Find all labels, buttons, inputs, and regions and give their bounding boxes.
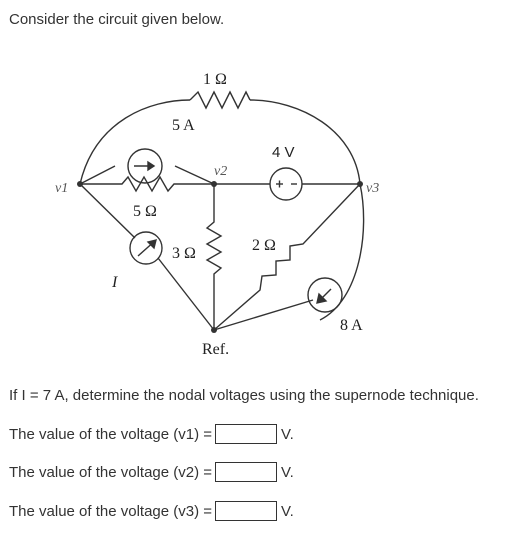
intro-text: Consider the circuit given below. [9,11,225,28]
question-text: If I = 7 A, determine the nodal voltages… [9,387,479,404]
answer-row-v3: The value of the voltage (v3) = V. [9,500,294,522]
wire-top-arc [79,99,191,185]
unit-v3: V. [281,502,294,520]
label-5a: 5 A [172,117,195,134]
answer-label-v1: The value of the voltage (v1) = [9,425,213,443]
label-5ohm: 5 Ω [133,203,157,220]
node-v2 [211,181,217,187]
label-v3: v3 [366,181,379,196]
node-ref [211,327,217,333]
label-3ohm: 3 Ω [172,245,196,262]
v3-answer-input[interactable] [215,501,278,521]
label-v1: v1 [55,181,68,196]
resistor-3ohm [205,184,223,330]
label-I: I [111,274,118,291]
answer-label-v2: The value of the voltage (v2) = [9,463,213,481]
current-source-5a [127,148,163,184]
node-v1 [77,181,83,187]
answer-row-v2: The value of the voltage (v2) = V. [9,461,294,483]
label-4v: 4 V [272,144,295,161]
resistor-5ohm [80,175,214,193]
answer-label-v3: The value of the voltage (v3) = [9,502,213,520]
resistor-2ohm [213,183,361,331]
current-source-I [129,231,163,265]
label-1ohm: 1 Ω [203,71,227,88]
v1-answer-input[interactable] [215,424,278,444]
current-source-8a [307,277,343,313]
node-v3 [357,181,363,187]
circuit-diagram: 1 Ω 5 A v2 4 V v1 v3 5 Ω 3 Ω 2 Ω I 8 A R… [55,71,379,358]
unit-v2: V. [281,463,294,481]
v2-answer-input[interactable] [215,462,278,482]
label-ref: Ref. [202,341,229,358]
label-2ohm: 2 Ω [252,237,276,254]
label-v2: v2 [214,164,227,179]
voltage-source-4v [269,167,303,201]
unit-v1: V. [281,425,294,443]
answer-row-v1: The value of the voltage (v1) = V. [9,423,294,445]
resistor-1ohm [189,90,251,110]
label-8a: 8 A [340,317,363,334]
